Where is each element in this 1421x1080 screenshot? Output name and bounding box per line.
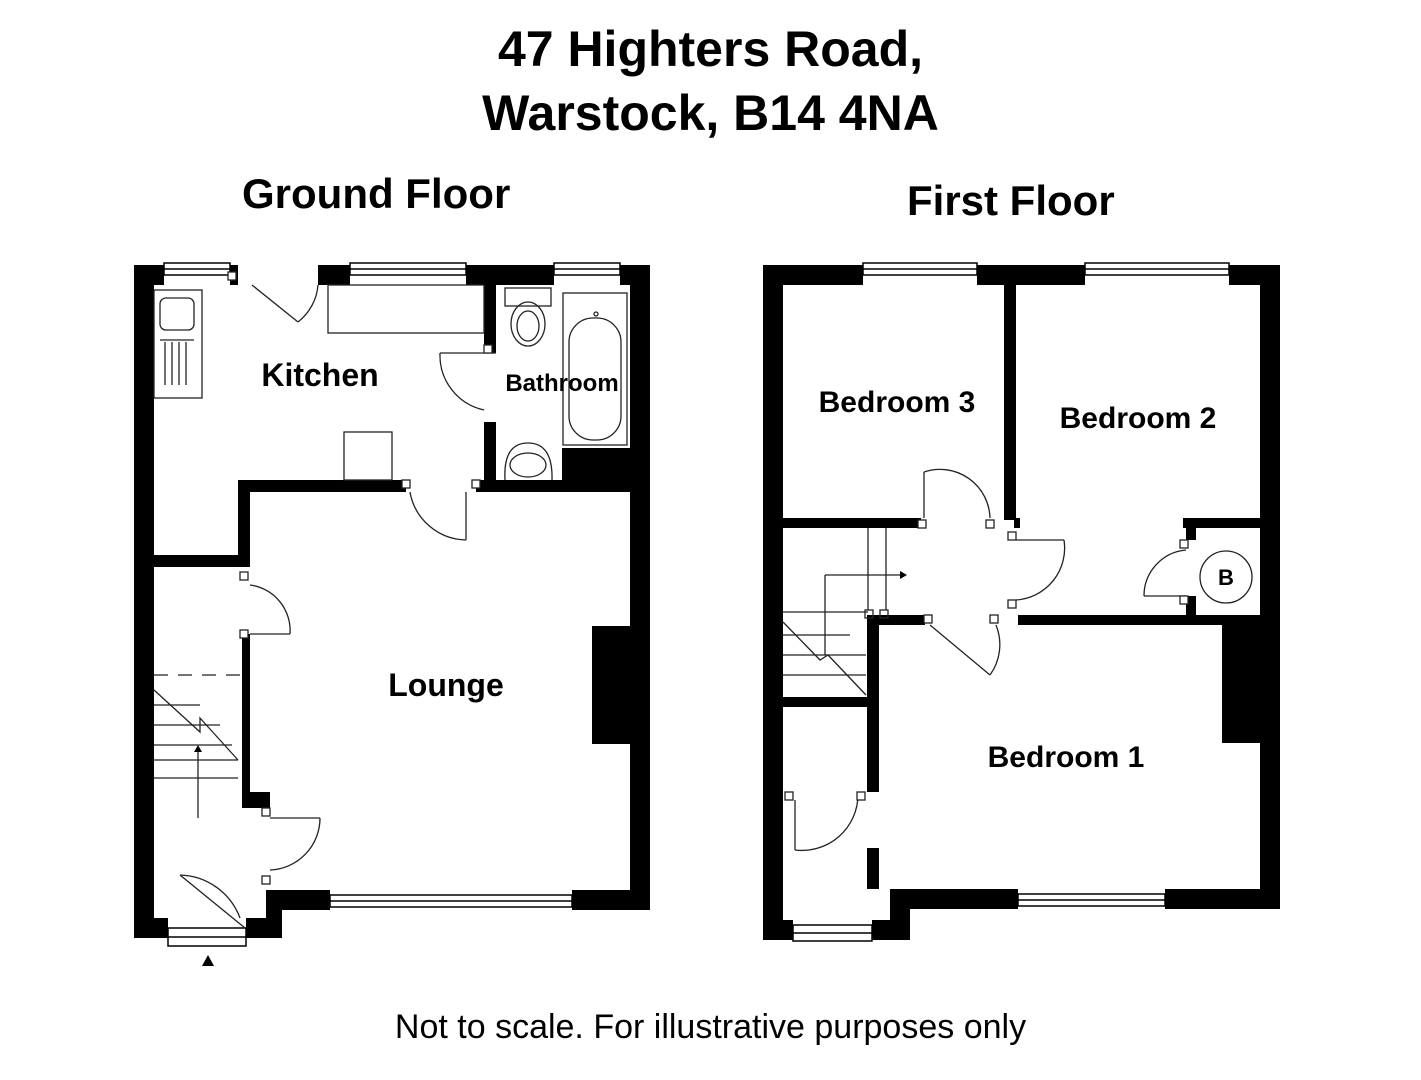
ground-floor-internal-walls bbox=[154, 285, 630, 808]
room-label-kitchen: Kitchen bbox=[261, 357, 378, 393]
first-floor-doors bbox=[784, 468, 1189, 852]
ground-floor-plan: Kitchen Bathroom Lounge bbox=[134, 262, 650, 966]
first-floor-plan: Bedroom 3 Bedroom 2 Bedroom 1 B bbox=[763, 262, 1280, 942]
first-floor-outer-walls bbox=[763, 265, 1280, 940]
first-floor-internal-walls bbox=[783, 285, 1260, 889]
first-floor-fixtures bbox=[782, 528, 1253, 696]
first-floor-title: First Floor bbox=[907, 177, 1115, 224]
first-floor-windows bbox=[792, 262, 1230, 942]
stairs-direction-arrow-icon bbox=[900, 571, 907, 579]
ground-floor-fixtures bbox=[153, 284, 628, 818]
room-label-lounge: Lounge bbox=[388, 667, 504, 703]
address-line-2: Warstock, B14 4NA bbox=[482, 85, 939, 141]
room-label-bedroom-1: Bedroom 1 bbox=[988, 741, 1145, 774]
stairs-up-arrow-icon bbox=[194, 745, 202, 752]
address-line-1: 47 Highters Road, bbox=[497, 21, 924, 77]
room-label-bedroom-2: Bedroom 2 bbox=[1060, 402, 1217, 435]
ground-floor-doors bbox=[179, 271, 496, 929]
ground-floor-title: Ground Floor bbox=[242, 170, 511, 217]
room-label-bedroom-3: Bedroom 3 bbox=[819, 386, 976, 419]
entrance-arrow-icon bbox=[202, 955, 214, 966]
disclaimer-footer: Not to scale. For illustrative purposes … bbox=[394, 1008, 1027, 1046]
ground-floor-windows bbox=[163, 262, 621, 947]
ground-floor-outer-walls bbox=[134, 265, 650, 938]
room-label-bathroom: Bathroom bbox=[505, 370, 618, 397]
boiler-label: B bbox=[1218, 565, 1234, 590]
